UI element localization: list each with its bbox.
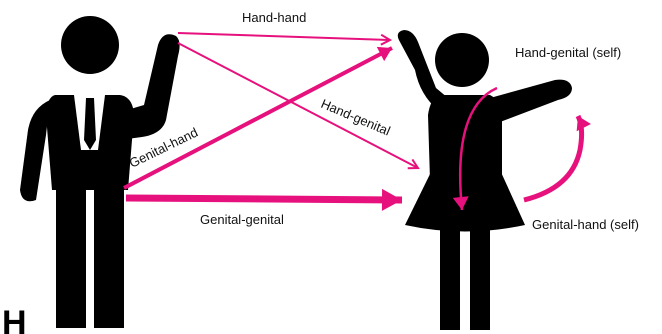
label-genital-genital: Genital-genital: [200, 212, 284, 227]
label-hand-hand: Hand-hand: [242, 10, 306, 25]
arrow-genital-hand-self: [524, 116, 582, 200]
label-hand-genital-self: Hand-genital (self): [515, 45, 621, 60]
woman-figure-icon: [398, 30, 572, 330]
arrow-hand-genital: [178, 43, 418, 168]
panel-letter: H: [2, 304, 27, 334]
label-hand-genital: Hand-genital: [319, 96, 393, 139]
label-genital-hand-self: Genital-hand (self): [532, 217, 639, 232]
arrow-genital-genital: [126, 198, 402, 200]
arrow-hand-hand: [178, 33, 390, 40]
